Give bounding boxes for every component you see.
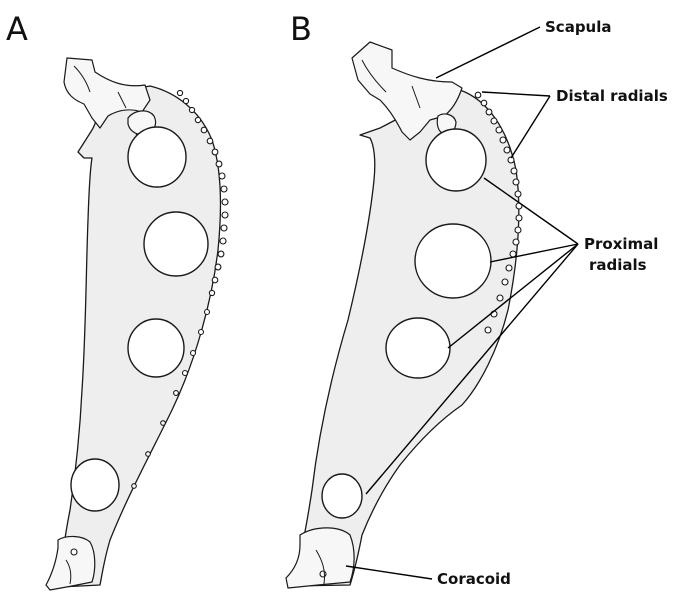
panel-b-radial: [481, 100, 487, 106]
panel-a-radial: [221, 225, 227, 231]
panel-a-radial: [205, 310, 210, 315]
panel-a-radial: [183, 371, 188, 376]
panel-b-foramen-3: [386, 318, 450, 378]
panel-a-radial: [222, 212, 228, 218]
panel-a-radial: [215, 264, 221, 270]
panel-b-radial: [516, 215, 522, 221]
panel-b-radial: [497, 295, 503, 301]
panel-a-radial: [209, 290, 214, 295]
panel-a-radial: [218, 251, 224, 257]
panel-a-radial: [199, 330, 204, 335]
panel-a-radial: [222, 199, 228, 205]
panel-b-radial: [504, 147, 510, 153]
panel-a-letter: A: [6, 10, 28, 48]
panel-a-radial: [195, 117, 200, 122]
coracoid-leader: [346, 566, 432, 579]
panel-b-letter: B: [290, 10, 312, 48]
panel-a-radial: [161, 421, 166, 426]
proximal-radials-label-line-2: radials: [589, 256, 647, 274]
panel-b-radial: [515, 227, 521, 233]
panel-b-radial: [515, 191, 521, 197]
panel-a-radial: [201, 127, 207, 133]
panel-b-radial: [513, 239, 519, 245]
panel-a-radial: [220, 238, 226, 244]
panel-b-coracoid-pore: [320, 571, 326, 577]
scapula-label: Scapula: [545, 18, 612, 36]
panel-a-radial: [219, 173, 225, 179]
panel-a-radial: [189, 107, 194, 112]
panel-a-radial: [191, 351, 196, 356]
panel-a-foramen-1: [128, 127, 186, 187]
panel-a-radial: [174, 391, 179, 396]
panel-b-radial: [475, 92, 481, 98]
panel-a-coracoid-pore: [71, 549, 77, 555]
panel-b-radial: [510, 251, 516, 257]
panel-b-radial: [496, 127, 502, 133]
panel-b-foramen-2: [415, 224, 491, 298]
panel-a-radial: [216, 161, 222, 167]
panel-b-radial: [485, 327, 491, 333]
scapula-leader: [436, 27, 540, 78]
panel-b-radial: [486, 109, 492, 115]
panel-a-radial: [212, 149, 218, 155]
panel-b-radial: [506, 265, 512, 271]
distal-radials-label: Distal radials: [556, 87, 668, 105]
distal-radials-leader-1: [482, 92, 550, 96]
panel-a-radial: [177, 90, 182, 95]
panel-b: B: [286, 10, 668, 588]
panel-a-radial: [212, 277, 218, 283]
panel-a-radial: [183, 98, 188, 103]
panel-b-foramen-1: [426, 129, 486, 191]
distal-radials-leader-2: [511, 96, 550, 158]
panel-a-radial: [146, 452, 151, 457]
panel-a-radial: [221, 186, 227, 192]
panel-b-radial: [513, 179, 519, 185]
panel-a-foramen-2: [144, 212, 208, 276]
panel-a-foramen-3: [128, 319, 184, 377]
panel-a-radial: [207, 138, 213, 144]
coracoid-label: Coracoid: [437, 570, 511, 588]
panel-b-radial: [502, 279, 508, 285]
panel-a-foramen-4: [71, 459, 119, 511]
panel-b-radial: [500, 137, 506, 143]
panel-b-radial: [511, 168, 517, 174]
panel-a: A: [6, 10, 228, 590]
panel-a-radial: [132, 484, 137, 489]
proximal-radials-label-line-1: Proximal: [584, 235, 658, 253]
panel-b-foramen-4: [322, 474, 362, 518]
panel-b-radial: [491, 118, 497, 124]
